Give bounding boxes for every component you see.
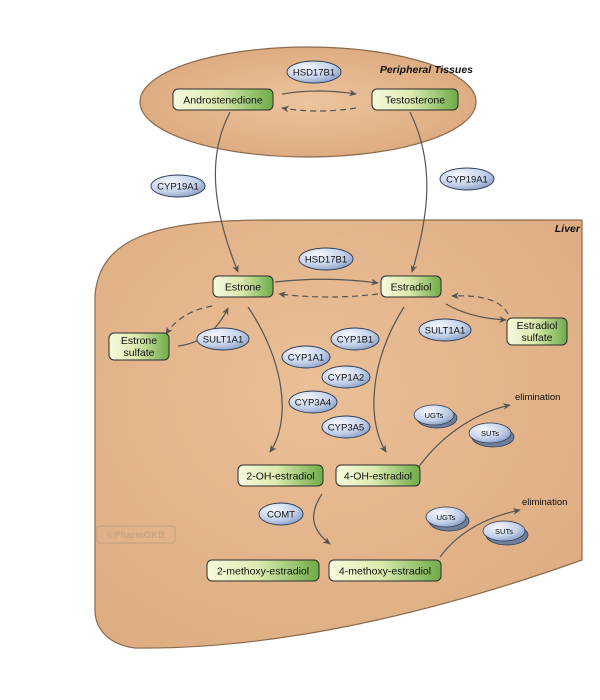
cyp1a1-label: CYP1A1: [288, 353, 324, 364]
suts-1-label: SUTs: [481, 429, 499, 438]
compound-estrone: Estrone: [212, 275, 274, 298]
elimination-label-2: elimination: [522, 497, 567, 508]
hsd17b1-peripheral-label: HSD17B1: [293, 68, 335, 79]
estrone-sulfate-label-line1: Estrone: [121, 335, 157, 347]
cyp19a1-right-label: CYP19A1: [446, 175, 488, 186]
estrone-label: Estrone: [225, 282, 261, 294]
cyp3a5-label: CYP3A5: [328, 423, 364, 434]
arrow-estradiol-sulfate-to-estradiol: [451, 292, 509, 315]
liver-label: Liver: [555, 223, 581, 235]
2-methoxy-estradiol-label: 2-methoxy-estradiol: [217, 566, 309, 578]
arrow-estrone-to-2-oh-estradiol: [247, 306, 283, 453]
comt-label: COMT: [267, 510, 295, 521]
compound-androstenedione: Androstenedione: [172, 88, 274, 111]
suts-2-label: SUTs: [495, 527, 513, 536]
peripheral-tissues-label: Peripheral Tissues: [380, 64, 473, 76]
enzyme-stack-ugts-suts-2: UGTs SUTs: [425, 506, 529, 546]
arrow-comt-methylation: [313, 493, 331, 545]
hsd17b1-liver-label: HSD17B1: [305, 255, 347, 266]
arrow-testosterone-to-estradiol: [409, 111, 428, 273]
enzyme-cyp1b1: CYP1B1: [330, 327, 380, 351]
arrow-androstenedione-to-testosterone: [281, 89, 357, 97]
arrow-4-methoxy-estradiol-to-elimination: [439, 508, 521, 558]
compound-4-methoxy-estradiol: 4-methoxy-estradiol: [328, 559, 442, 582]
cyp1a2-label: CYP1A2: [328, 373, 364, 384]
enzyme-sult1a1-left: SULT1A1: [196, 327, 250, 351]
arrow-estradiol-to-4-oh-estradiol: [373, 306, 405, 453]
compound-2-methoxy-estradiol: 2-methoxy-estradiol: [206, 559, 320, 582]
compound-4-oh-estradiol: 4-OH-estradiol: [335, 464, 421, 487]
enzyme-cyp19a1-left: CYP19A1: [150, 174, 206, 198]
enzyme-sult1a1-right: SULT1A1: [418, 318, 472, 342]
arrow-estradiol-to-estradiol-sulfate: [445, 303, 507, 323]
pharmgkb-watermark: ©PharmGKB: [96, 525, 176, 544]
enzyme-cyp1a1: CYP1A1: [281, 345, 331, 369]
enzyme-cyp19a1-right: CYP19A1: [439, 167, 495, 191]
arrow-4-oh-estradiol-to-elimination: [417, 403, 511, 469]
arrow-estrone-to-estradiol: [274, 278, 379, 286]
elimination-label-1: elimination: [515, 392, 560, 403]
enzyme-comt: COMT: [258, 502, 304, 526]
compound-2-oh-estradiol: 2-OH-estradiol: [237, 464, 324, 487]
estradiol-label: Estradiol: [391, 282, 432, 294]
2-oh-estradiol-label: 2-OH-estradiol: [246, 471, 314, 483]
testosterone-label: Testosterone: [385, 95, 445, 107]
enzyme-cyp1a2: CYP1A2: [321, 365, 371, 389]
enzyme-cyp3a4: CYP3A4: [288, 390, 338, 414]
sult1a1-left-label: SULT1A1: [203, 335, 243, 346]
enzyme-hsd17b1-liver: HSD17B1: [298, 247, 354, 271]
cyp19a1-left-label: CYP19A1: [157, 182, 199, 193]
compound-estradiol: Estradiol: [380, 275, 442, 298]
peripheral-tissues-region: Peripheral Tissues: [139, 46, 477, 158]
sult1a1-right-label: SULT1A1: [425, 326, 465, 337]
compound-testosterone: Testosterone: [371, 88, 459, 111]
4-methoxy-estradiol-label: 4-methoxy-estradiol: [339, 566, 431, 578]
ugts-1-label: UGTs: [425, 411, 444, 420]
ugts-2-label: UGTs: [437, 513, 456, 522]
estrone-sulfate-label-line2: sulfate: [124, 347, 155, 359]
estradiol-sulfate-label-line1: Estradiol: [517, 320, 558, 332]
4-oh-estradiol-label: 4-OH-estradiol: [344, 471, 412, 483]
watermark-text: ©PharmGKB: [107, 530, 165, 541]
arrow-androstenedione-to-estrone: [214, 111, 239, 273]
arrow-estrone-to-estrone-sulfate: [165, 305, 213, 335]
enzyme-hsd17b1-peripheral: HSD17B1: [286, 60, 342, 84]
arrow-estradiol-to-estrone: [278, 291, 379, 299]
compound-estrone-sulfate: Estrone sulfate: [108, 332, 170, 361]
cyp3a4-label: CYP3A4: [295, 398, 331, 409]
cyp1b1-label: CYP1B1: [337, 335, 373, 346]
compound-estradiol-sulfate: Estradiol sulfate: [506, 317, 568, 346]
reaction-arrows: [165, 89, 521, 558]
estradiol-sulfate-label-line2: sulfate: [522, 332, 553, 344]
enzyme-cyp3a5: CYP3A5: [321, 415, 371, 439]
enzyme-stack-ugts-suts-1: UGTs SUTs: [413, 404, 515, 448]
androstenedione-label: Androstenedione: [183, 95, 263, 107]
